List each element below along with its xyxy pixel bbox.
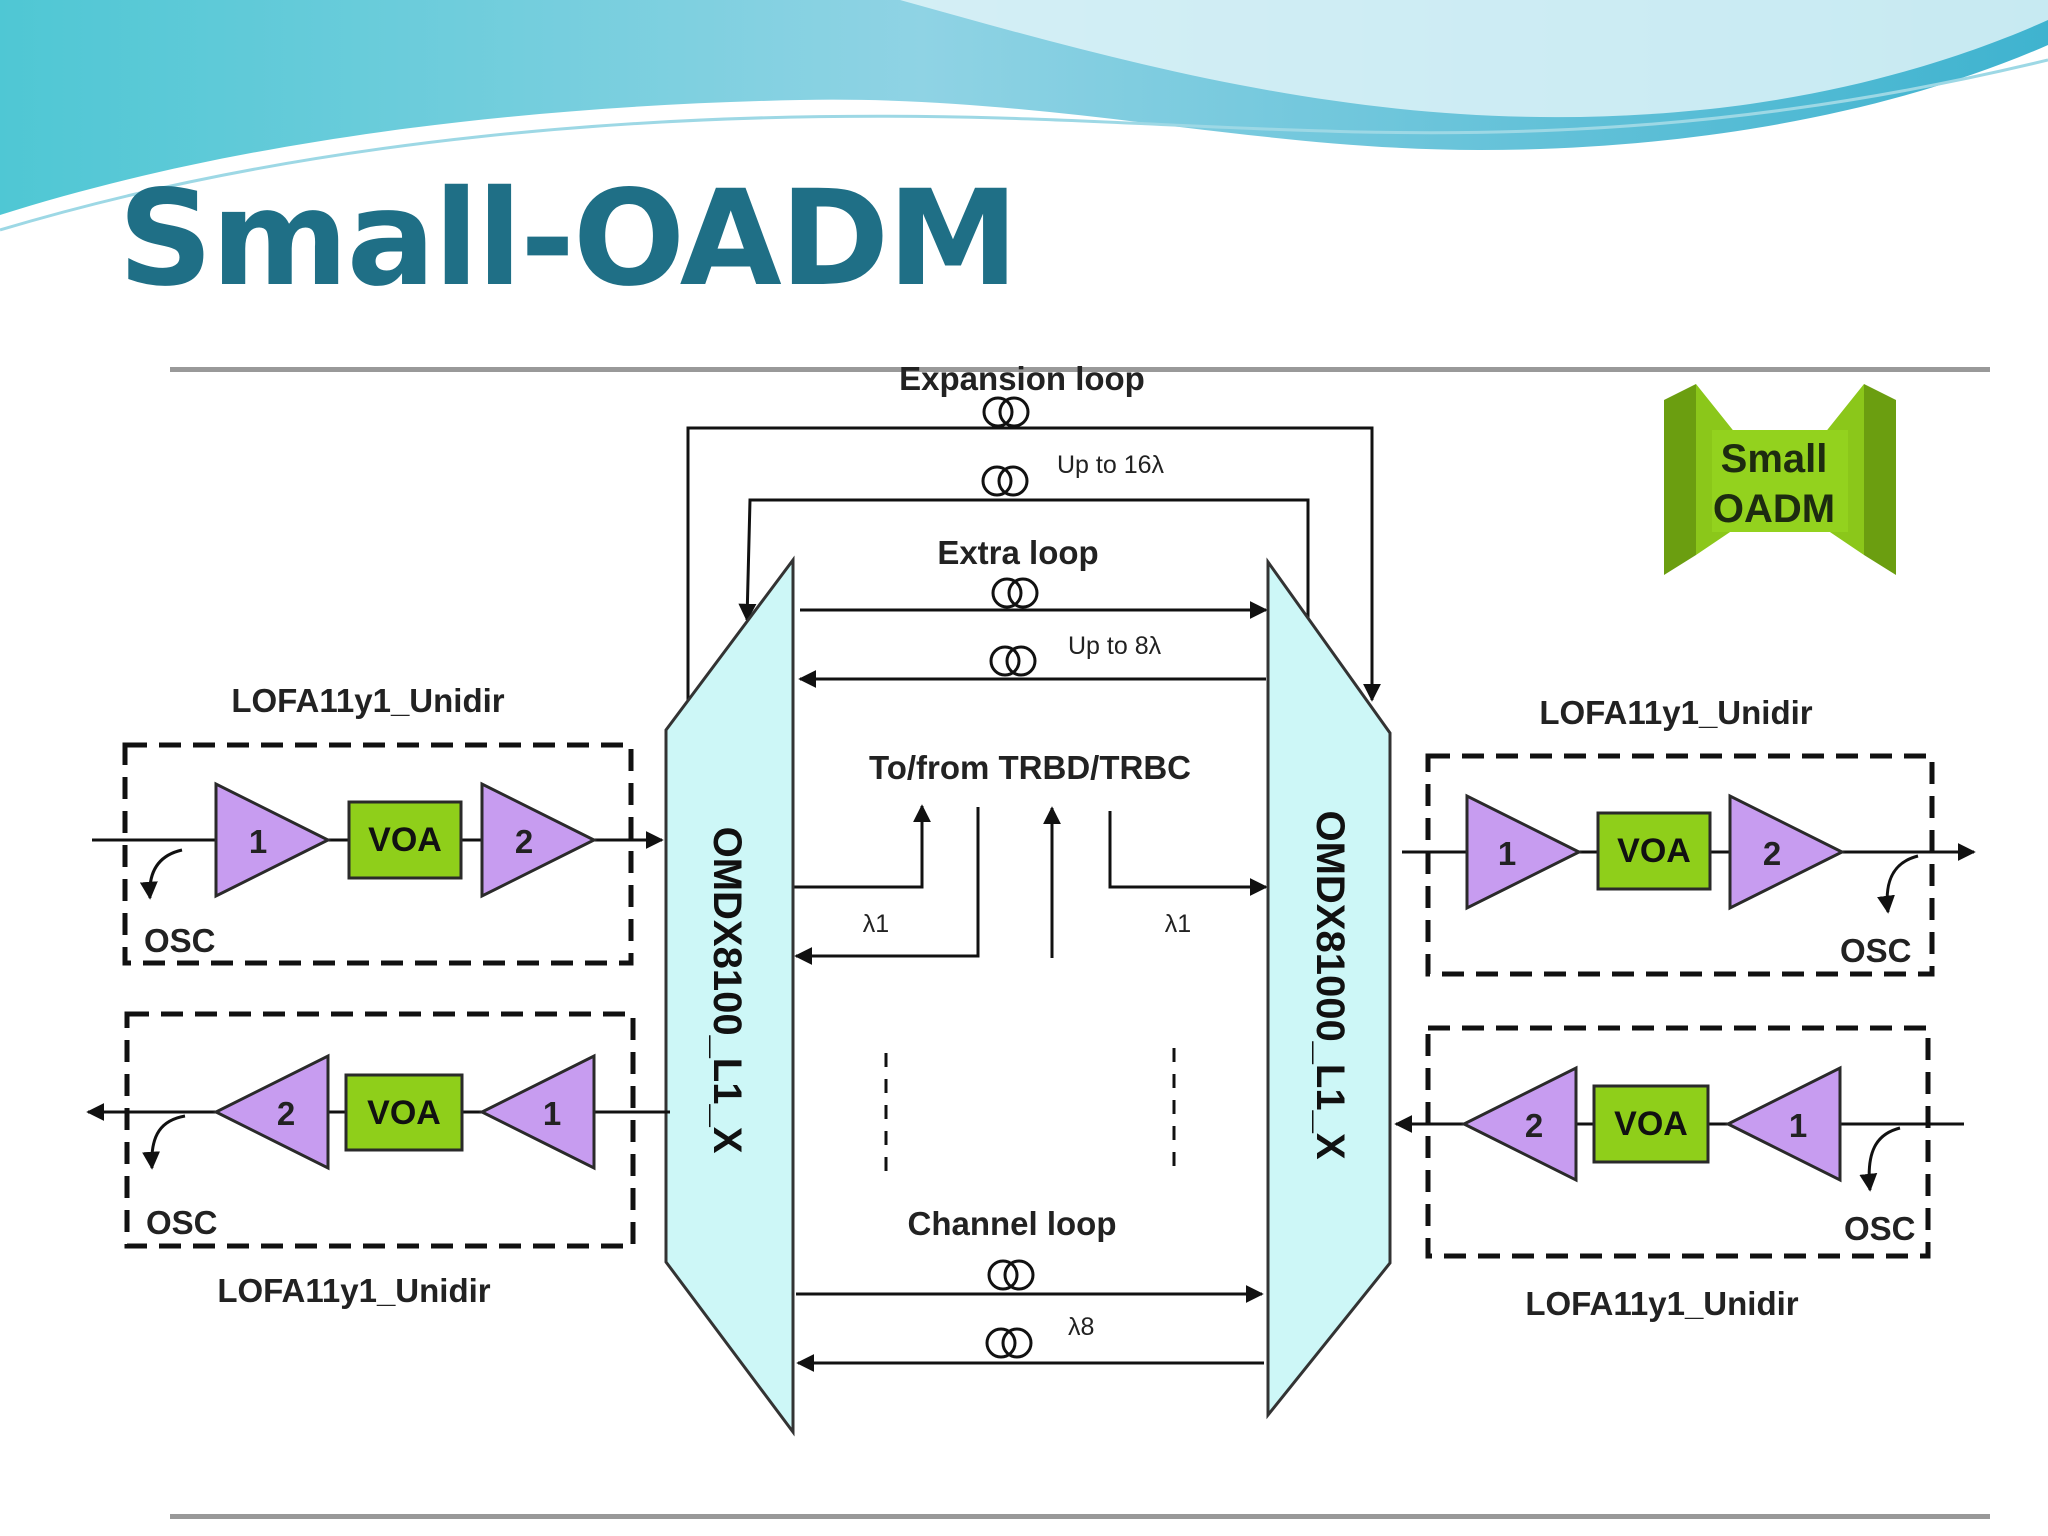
lofa-bottom-left-label: LOFA11y1_Unidir <box>217 1272 490 1309</box>
osc-drop-arrow <box>1877 854 1919 914</box>
osc-label: OSC <box>144 922 216 959</box>
badge-line-2: OADM <box>1713 487 1835 531</box>
mux-right-label: OMDX81000_L1_X <box>1308 810 1352 1159</box>
lambda8-coil-icon <box>985 1327 1033 1359</box>
header-wave <box>0 0 2048 232</box>
badge-line-1: Small <box>1721 437 1828 481</box>
amplifier-2-icon <box>1728 794 1844 910</box>
mux-left-block <box>664 555 795 1437</box>
amplifier-1-icon <box>1465 794 1581 910</box>
voa-block <box>347 800 463 880</box>
mux-left-label: OMDX8100_L1_X <box>705 827 749 1154</box>
amplifier-1-icon <box>1726 1066 1842 1182</box>
amp-stage-label: 1 <box>249 823 267 860</box>
amplifier-2-icon <box>1462 1066 1578 1182</box>
amp-stage-label: 2 <box>1525 1107 1543 1144</box>
amp-stage-label: 1 <box>543 1095 561 1132</box>
lofa-top-right-box <box>1425 753 1935 977</box>
amplifier-1-icon <box>480 1054 596 1170</box>
lofa-top-right-label: LOFA11y1_Unidir <box>1539 694 1812 731</box>
channel-coil-icon <box>987 1259 1035 1291</box>
voa-block <box>344 1073 464 1152</box>
osc-drop-arrow <box>139 848 183 900</box>
amplifier-2-icon <box>214 1054 330 1170</box>
lofa-top-left-label: LOFA11y1_Unidir <box>231 682 504 719</box>
amp-stage-label: 2 <box>277 1095 295 1132</box>
up-to-8-label: Up to 8λ <box>1068 632 1162 660</box>
up-to-16-label: Up to 16λ <box>1057 451 1165 479</box>
voa-label: VOA <box>1614 1105 1688 1143</box>
lofa-top-left-box <box>122 742 634 966</box>
amp-stage-label: 2 <box>515 823 533 860</box>
expansion-loop-label: Expansion loop <box>899 360 1145 397</box>
amplifier-1-icon <box>214 782 330 898</box>
mux-right-block <box>1266 557 1392 1420</box>
osc-label: OSC <box>146 1204 218 1241</box>
up-to-16-coil-icon <box>981 465 1029 497</box>
trbd-drop-add-lines <box>788 804 1268 1180</box>
voa-label: VOA <box>367 1094 441 1132</box>
voa-label: VOA <box>368 821 442 859</box>
amp-stage-label: 1 <box>1498 835 1516 872</box>
extra-coil-icon <box>991 577 1039 609</box>
osc-label: OSC <box>1840 932 1912 969</box>
bottom-separator <box>170 1514 1990 1519</box>
osc-drop-arrow <box>142 1114 186 1170</box>
lofa-bottom-right-label: LOFA11y1_Unidir <box>1525 1285 1798 1322</box>
amp-stage-label: 1 <box>1789 1107 1807 1144</box>
amplifier-2-icon <box>480 782 596 898</box>
up-to-8-coil-icon <box>989 645 1037 677</box>
voa-block <box>1592 1084 1710 1164</box>
voa-label: VOA <box>1617 832 1691 870</box>
channel-loop-label: Channel loop <box>908 1205 1117 1242</box>
osc-label: OSC <box>1844 1210 1916 1247</box>
slide-title: Small-OADM <box>118 162 1019 316</box>
lofa-bottom-right-box <box>1425 1025 1931 1259</box>
lambda8-label: λ8 <box>1068 1313 1094 1341</box>
voa-block <box>1596 811 1712 891</box>
expansion-coil-icon <box>982 396 1030 428</box>
trbd-trbc-label: To/from TRBD/TRBC <box>869 749 1191 786</box>
extra-loop-label: Extra loop <box>937 534 1098 571</box>
osc-drop-arrow <box>1859 1126 1901 1192</box>
lofa-bottom-left-box <box>124 1011 636 1249</box>
amp-stage-label: 2 <box>1763 835 1781 872</box>
small-oadm-badge: Small OADM <box>1664 384 1896 575</box>
top-separator <box>170 367 1990 372</box>
lambda1-left-label: λ1 <box>863 910 889 938</box>
lambda1-right-label: λ1 <box>1165 910 1191 938</box>
